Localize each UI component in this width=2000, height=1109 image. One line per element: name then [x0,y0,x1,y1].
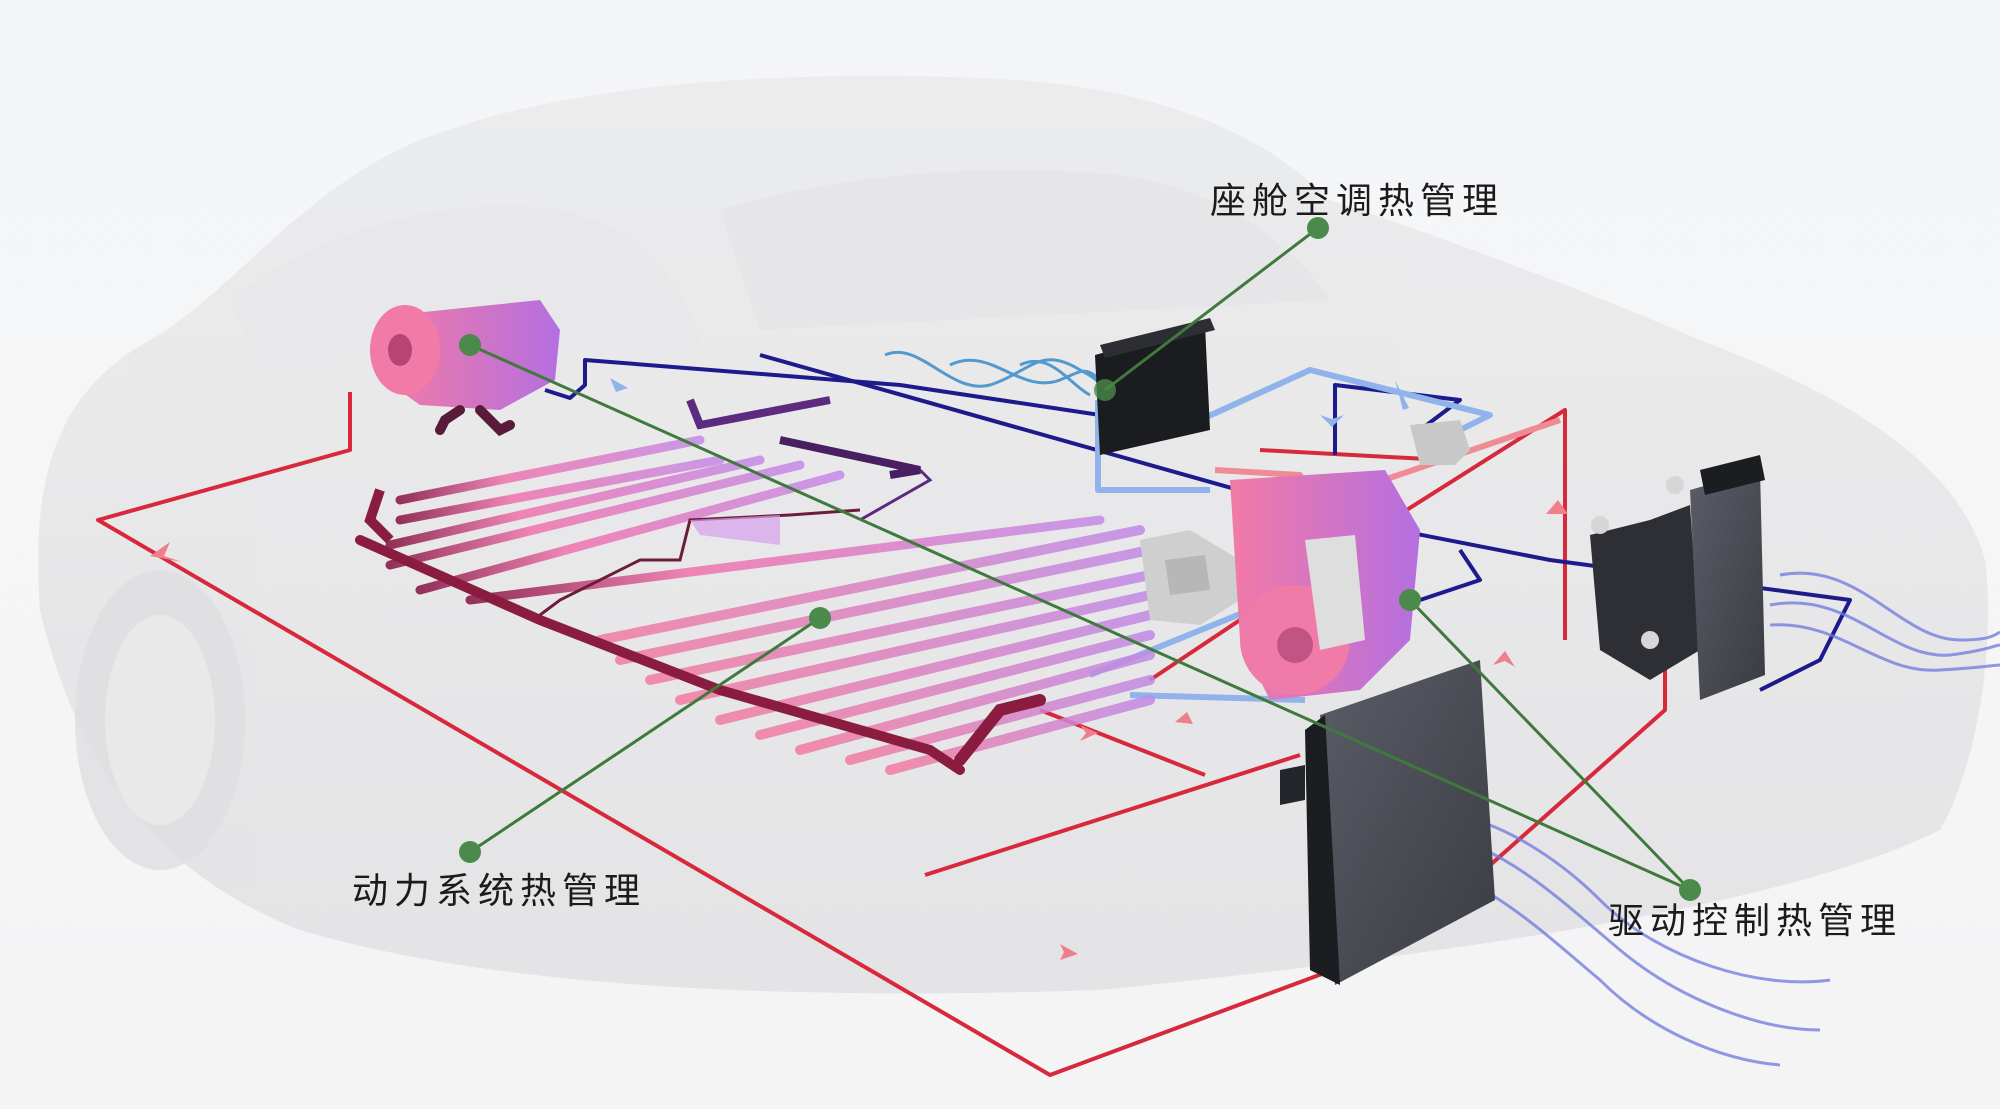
label-cabin-ac-thermal-management: 座舱空调热管理 [1210,181,1505,222]
leader-lines [469,226,1692,892]
leader-dots [459,217,1701,901]
front-fan-module [1590,455,1765,700]
cabin-air-flow [884,351,1102,397]
battery-cooling-plates [355,396,1155,775]
hot-flow-arrows [150,500,1568,960]
label-powertrain-thermal-management: 动力系统热管理 [352,871,647,912]
expansion-valve [1410,420,1470,465]
front-drive-motor [1230,470,1420,700]
refrigerant-arrows [610,378,1409,427]
label-drive-control-thermal-management: 驱动控制热管理 [1608,901,1903,942]
electric-compressor [1140,530,1240,625]
condenser-radiator [1280,660,1495,985]
